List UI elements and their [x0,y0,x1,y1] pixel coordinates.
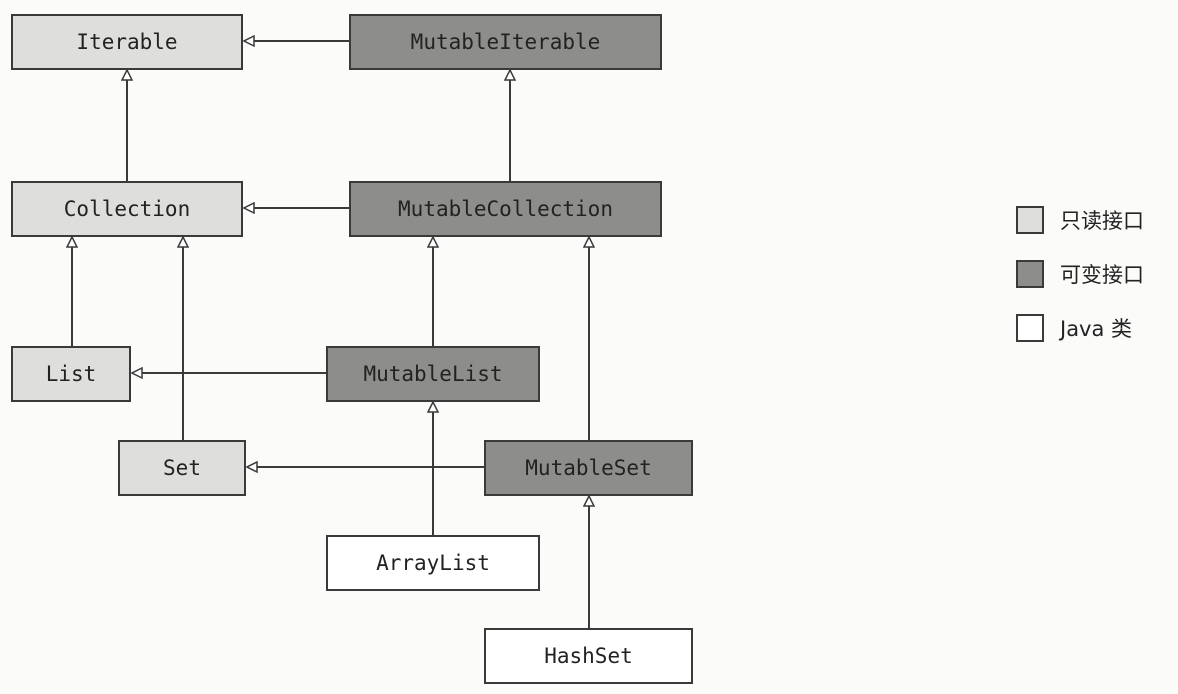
legend-label-read-only: 只读接口 [1060,209,1144,233]
node-collection: Collection [11,181,243,237]
legend-swatch-read-only [1016,206,1044,234]
legend-swatch-mutable [1016,260,1044,288]
node-set: Set [118,440,246,496]
node-mutable-set: MutableSet [484,440,693,496]
node-hash-set: HashSet [484,628,693,684]
node-iterable: Iterable [11,14,243,70]
legend-item-java-class: Java 类 [1016,311,1144,345]
node-list: List [11,346,131,402]
legend-swatch-java-class [1016,314,1044,342]
legend-label-java-class: Java 类 [1060,317,1133,341]
legend: 只读接口 可变接口 Java 类 [1016,203,1144,365]
node-mutable-list: MutableList [326,346,540,402]
legend-item-mutable: 可变接口 [1016,257,1144,291]
legend-item-read-only: 只读接口 [1016,203,1144,237]
node-array-list: ArrayList [326,535,540,591]
legend-label-mutable: 可变接口 [1060,263,1144,287]
node-mutable-collection: MutableCollection [349,181,662,237]
node-mutable-iterable: MutableIterable [349,14,662,70]
